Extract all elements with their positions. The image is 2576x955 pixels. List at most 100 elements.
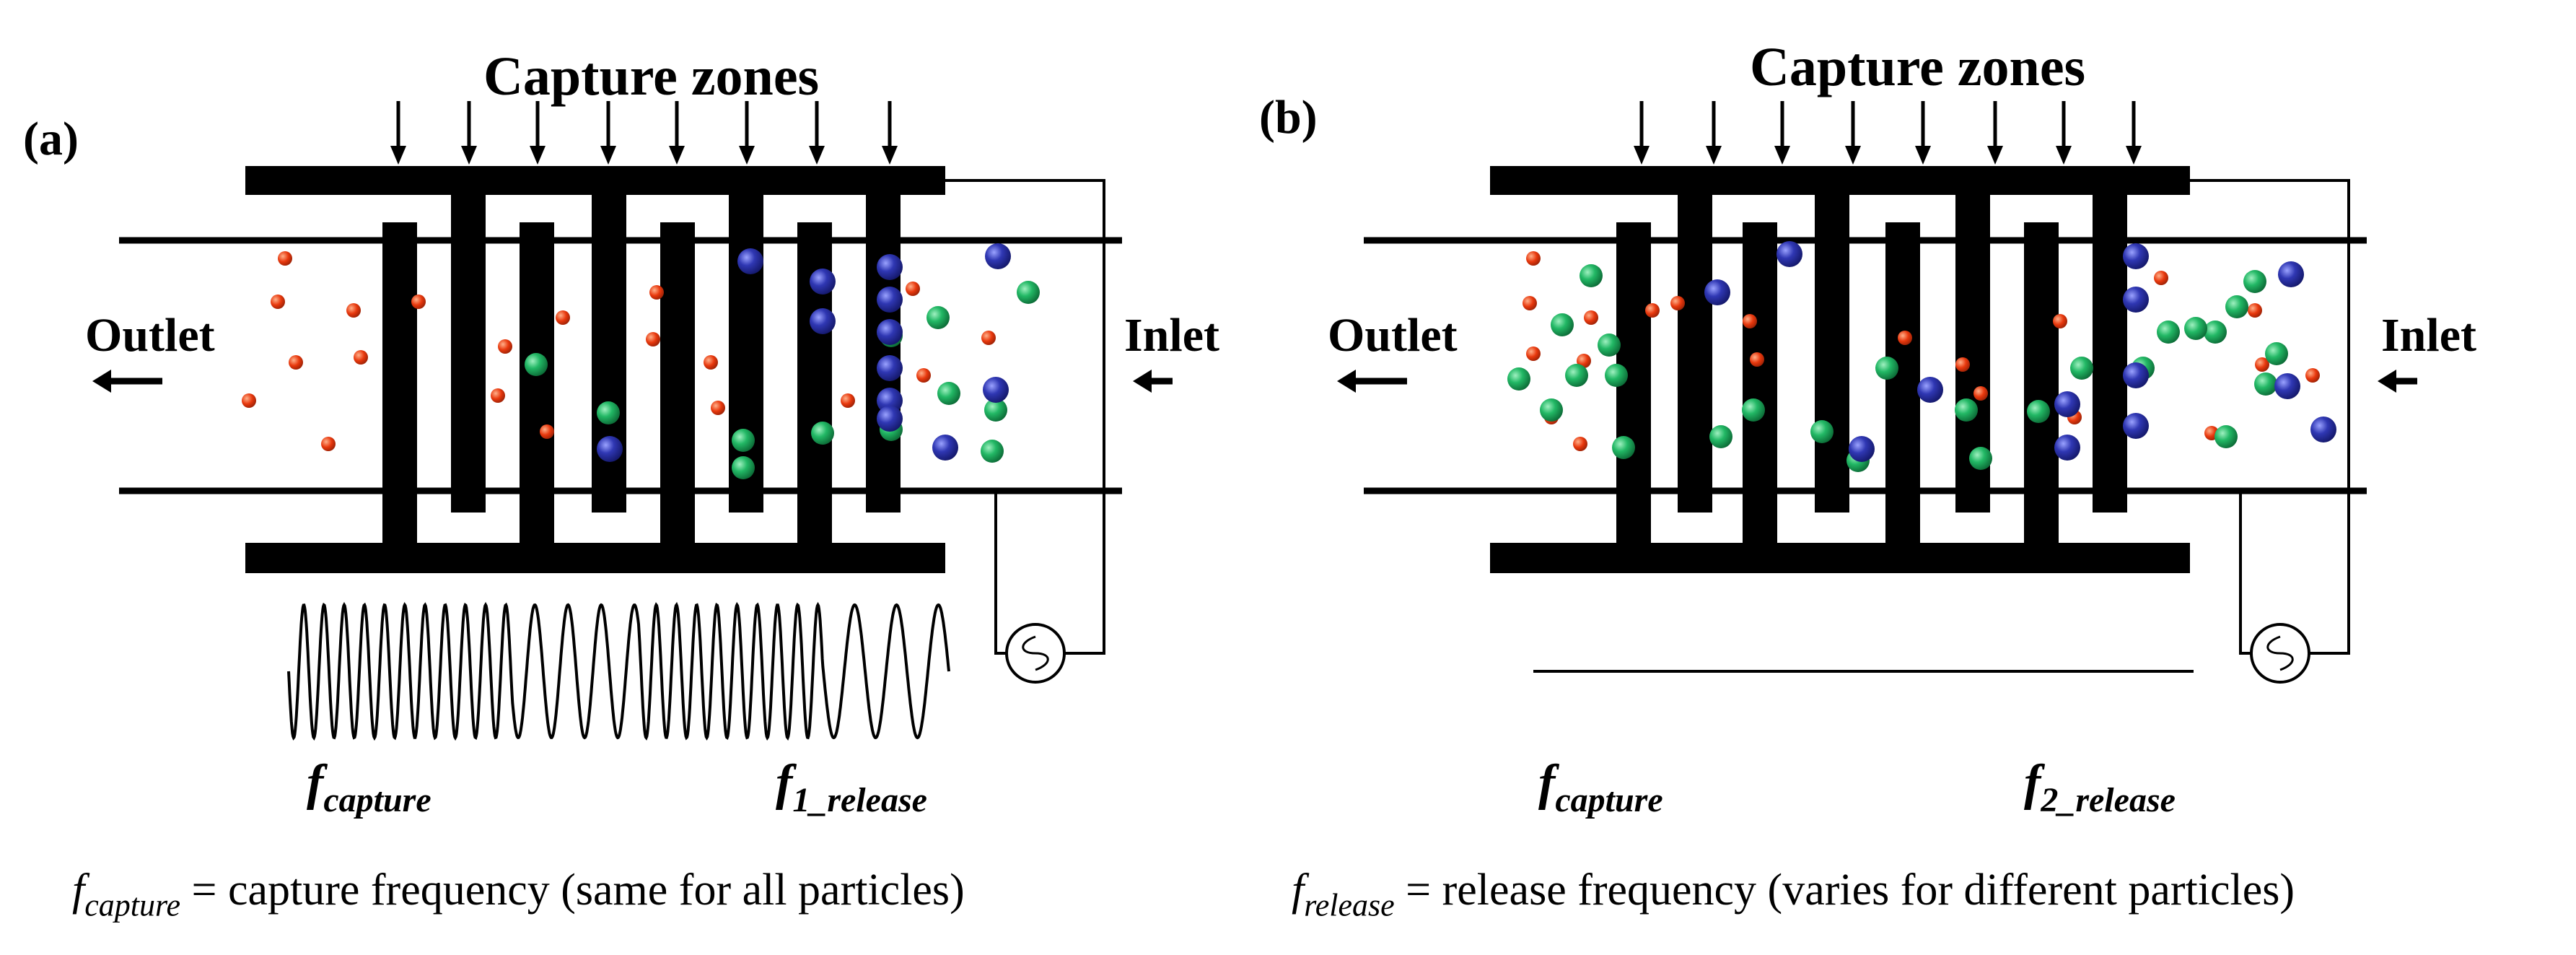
green-particle-a-4 — [732, 456, 755, 479]
caption-text-a: = capture frequency (same for all partic… — [180, 865, 965, 915]
capture-arrow-b-2-head — [1706, 146, 1722, 165]
blue-particle-a-5 — [877, 287, 903, 313]
green-particle-a-9 — [937, 382, 960, 405]
green-particle-b-22 — [2254, 372, 2277, 396]
green-particle-b-17 — [2070, 357, 2093, 380]
small-particle-a-7 — [242, 393, 256, 408]
outlet-arrow-b-head — [1337, 370, 1356, 393]
small-particle-b-8 — [1573, 437, 1587, 451]
freq-capture-subscript-a: capture — [323, 780, 431, 819]
green-particle-b-14 — [1969, 447, 1992, 470]
bottom-electrode-bus-b — [1490, 543, 2190, 573]
blue-particle-a-12 — [932, 435, 958, 461]
freq-capture-symbol-b: f — [1538, 755, 1556, 811]
capture-arrow-a-7-head — [809, 146, 825, 165]
capture-arrow-b-1-head — [1634, 146, 1650, 165]
freq-release-label-b: f2_release — [2024, 758, 2176, 818]
small-particle-b-3 — [1584, 310, 1598, 325]
green-particle-b-8 — [1612, 436, 1635, 459]
small-particle-a-13 — [649, 285, 664, 300]
capture-arrow-a-3-head — [530, 146, 546, 165]
blue-particle-a-3 — [810, 308, 836, 334]
top-electrode-finger-a-4 — [866, 180, 901, 513]
top-electrode-finger-b-1 — [1678, 180, 1712, 513]
blue-particle-b-11 — [2278, 261, 2304, 287]
wire-bottom-a — [994, 491, 1007, 655]
inlet-arrow-a-head — [1133, 370, 1152, 393]
small-particle-b-4 — [1645, 303, 1660, 318]
small-particle-b-6 — [1526, 346, 1541, 361]
capture-arrow-b-6-head — [1987, 146, 2003, 165]
caption-subscript-b: release — [1304, 887, 1395, 923]
blue-particle-a-10 — [985, 243, 1011, 269]
green-particle-b-20 — [2204, 320, 2227, 344]
outlet-label-a: Outlet — [85, 309, 215, 362]
freq-release-label-a: f1_release — [776, 758, 927, 818]
small-particle-a-19 — [916, 368, 931, 383]
blue-particle-a-11 — [983, 377, 1009, 403]
green-particle-a-2 — [597, 401, 620, 424]
blue-particle-b-6 — [2054, 435, 2080, 461]
bottom-electrode-finger-b-3 — [1885, 222, 1920, 554]
green-particle-b-26 — [2243, 270, 2266, 293]
capture-arrow-b-3-head — [1774, 146, 1790, 165]
green-particle-a-12 — [1017, 281, 1040, 304]
green-particle-b-4 — [1565, 364, 1588, 387]
small-particle-a-20 — [981, 331, 996, 345]
small-particle-a-18 — [906, 282, 920, 296]
freq-release-symbol-a: f — [776, 755, 793, 811]
blue-particle-b-13 — [2310, 417, 2336, 442]
top-electrode-finger-b-4 — [2093, 180, 2127, 513]
capture-arrow-b-5-head — [1915, 146, 1931, 165]
caption-text-b: = release frequency (varies for differen… — [1394, 865, 2295, 915]
blue-particle-b-1 — [1704, 279, 1730, 305]
blue-particle-b-5 — [2054, 391, 2080, 417]
green-particle-b-5 — [1605, 364, 1628, 387]
blue-particle-b-12 — [2274, 373, 2300, 399]
small-particle-a-1 — [278, 251, 292, 266]
bottom-electrode-finger-a-2 — [520, 222, 554, 554]
green-particle-a-8 — [926, 306, 950, 329]
small-particle-b-12 — [1898, 331, 1912, 345]
small-particle-a-17 — [841, 393, 855, 408]
caption-a: fcapture = capture frequency (same for a… — [72, 868, 965, 921]
ac-source-symbol-b — [2266, 635, 2294, 671]
green-particle-b-19 — [2157, 320, 2180, 344]
green-particle-a-1 — [525, 353, 548, 376]
small-particle-b-13 — [1955, 357, 1970, 372]
top-electrode-finger-a-1 — [451, 180, 486, 513]
capture-zones-title-a: Capture zones — [483, 46, 820, 107]
caption-symbol-a: f — [72, 865, 85, 915]
freq-capture-symbol-a: f — [307, 755, 324, 811]
outlet-label-b: Outlet — [1328, 309, 1458, 362]
blue-particle-a-7 — [877, 355, 903, 381]
bottom-electrode-finger-a-3 — [660, 222, 695, 554]
capture-arrow-b-8-head — [2126, 146, 2142, 165]
small-particle-a-10 — [491, 388, 505, 403]
small-particle-b-14 — [1973, 386, 1988, 401]
small-particle-a-14 — [646, 332, 660, 346]
small-particle-b-17 — [2154, 271, 2168, 285]
small-particle-a-3 — [346, 303, 361, 318]
freq-release-subscript-b: 2_release — [2041, 780, 2176, 819]
small-particle-b-11 — [1750, 352, 1764, 367]
top-electrode-finger-a-2 — [592, 180, 626, 513]
small-particle-a-11 — [540, 424, 554, 439]
capture-arrow-a-8-head — [882, 146, 898, 165]
small-particle-b-18 — [2248, 303, 2262, 318]
green-particle-b-13 — [1875, 357, 1898, 380]
outlet-arrow-a-head — [92, 370, 111, 393]
capture-arrow-a-4-head — [600, 146, 616, 165]
small-particle-b-1 — [1526, 251, 1541, 266]
green-particle-a-5 — [811, 422, 834, 445]
green-particle-b-9 — [1709, 425, 1732, 448]
freq-capture-label-b: fcapture — [1538, 758, 1663, 818]
small-particle-a-5 — [354, 350, 368, 365]
small-particle-b-15 — [2053, 314, 2067, 328]
blue-particle-a-9 — [877, 406, 903, 432]
capture-arrow-a-2-head — [461, 146, 477, 165]
bottom-electrode-bus-a — [245, 543, 945, 573]
caption-symbol-b: f — [1292, 865, 1305, 915]
